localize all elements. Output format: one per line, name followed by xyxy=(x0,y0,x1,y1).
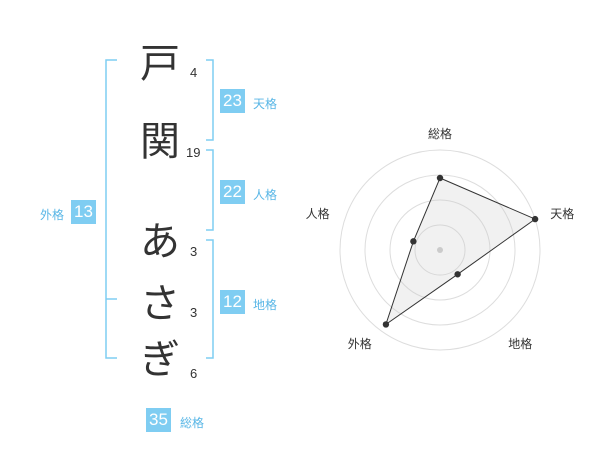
chikaku-badge: 12 xyxy=(220,290,245,314)
radar-center-dot xyxy=(437,247,443,253)
stroke-count-2: 19 xyxy=(186,145,201,160)
radar-axis-label: 地格 xyxy=(508,336,532,351)
radar-ring-2 xyxy=(389,199,491,301)
name-char-4: さ xyxy=(140,281,180,327)
radar-point-2 xyxy=(531,215,539,223)
gaikaku-bracket xyxy=(105,59,117,359)
radar-point-4 xyxy=(382,321,390,328)
radar-axis-label: 人格 xyxy=(306,206,330,221)
radar-axis-label: 天格 xyxy=(550,206,574,221)
soukaku-label: 総格 xyxy=(180,416,205,430)
name-char-1: 戸 xyxy=(140,41,180,87)
radar-point-1 xyxy=(436,174,444,182)
soukaku-badge: 35 xyxy=(146,408,171,432)
stroke-count-5: 6 xyxy=(190,366,198,381)
name-char-3: あ xyxy=(140,219,180,265)
tenkaku-bracket xyxy=(206,59,214,141)
radar-axis-label: 総格 xyxy=(428,126,452,141)
radar-point-3 xyxy=(454,271,461,278)
name-char-2: 関 xyxy=(140,119,180,165)
gaikaku-badge: 13 xyxy=(71,200,96,224)
chikaku-bracket xyxy=(206,239,214,359)
radar-ring-1 xyxy=(414,224,466,276)
radar-ring-4 xyxy=(339,149,541,351)
stroke-count-3: 3 xyxy=(190,244,198,259)
chikaku-label: 地格 xyxy=(253,298,278,312)
radar-polygon xyxy=(384,177,537,326)
name-char-5: ぎ xyxy=(140,337,180,383)
stroke-count-1: 4 xyxy=(190,65,198,80)
tenkaku-label: 天格 xyxy=(253,97,278,111)
gaikaku-label: 外格 xyxy=(40,208,65,222)
jinkaku-label: 人格 xyxy=(253,188,278,202)
jinkaku-badge: 22 xyxy=(220,180,245,204)
radar-point-5 xyxy=(410,238,417,245)
jinkaku-bracket xyxy=(206,149,214,231)
tenkaku-badge: 23 xyxy=(220,89,245,113)
radar-axis-label: 外格 xyxy=(348,336,372,351)
stroke-count-4: 3 xyxy=(190,305,198,320)
